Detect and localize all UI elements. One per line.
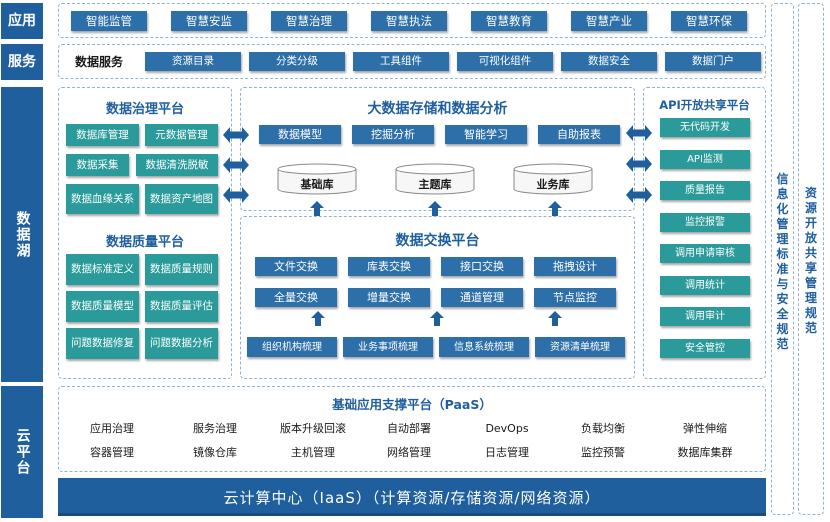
side-label-service: 服务 [1, 44, 43, 80]
api-item: 质量报告 [660, 181, 750, 200]
exchange-source-item: 信息系统梳理 [439, 337, 529, 357]
paas-item: 版本升级回滚 [280, 422, 346, 435]
exchange-item: 接口交换 [441, 257, 523, 276]
paas-item: 服务治理 [193, 422, 237, 435]
database-label: 业务库 [536, 178, 570, 191]
paas-item: 镜像仓库 [193, 446, 237, 459]
paas-item: 数据库集群 [677, 446, 733, 459]
quality-title: 数据质量平台 [105, 234, 184, 250]
service-item: 数据门户 [665, 52, 761, 71]
service-item: 数据安全 [561, 52, 657, 71]
governance-item: 元数据管理 [145, 124, 218, 146]
exchange-source-item: 组织机构梳理 [247, 337, 337, 357]
api-item: 调用统计 [660, 275, 750, 295]
governance-item: 数据血缘关系 [66, 184, 139, 214]
paas-item: DevOps [485, 421, 529, 435]
quality-item: 数据质量评估 [145, 291, 218, 322]
governance-panel [58, 87, 232, 379]
exchange-source-item: 资源清单梳理 [535, 337, 625, 357]
paas-item: 自动部署 [387, 422, 431, 435]
api-item: API监测 [660, 149, 750, 169]
api-item: 无代码开发 [660, 118, 750, 137]
database-label: 基础库 [300, 178, 334, 191]
paas-item: 容器管理 [90, 446, 134, 459]
app-item: 智慧产业 [571, 11, 647, 31]
paas-title: 基础应用支撑平台（PaaS） [332, 396, 492, 412]
api-item: 监控报警 [660, 212, 750, 232]
app-item: 智慧环保 [671, 11, 747, 31]
exchange-item: 文件交换 [255, 257, 337, 276]
api-item: 安全管控 [660, 338, 750, 358]
paas-item: 网络管理 [387, 446, 431, 459]
governance-item: 数据库管理 [66, 124, 139, 146]
app-item: 智慧执法 [371, 11, 447, 31]
service-item: 工具组件 [353, 52, 449, 71]
database-cylinder: 主题库 [395, 163, 475, 195]
service-item: 分类分级 [249, 52, 345, 71]
app-item: 智慧安监 [171, 11, 247, 31]
storage-item: 智能学习 [445, 125, 527, 144]
standards-column: 信息化管理标准与安全规范 [771, 3, 794, 515]
service-layer [58, 44, 766, 79]
paas-item: 负载均衡 [581, 422, 625, 435]
paas-item: 日志管理 [485, 446, 529, 459]
service-item: 可视化组件 [457, 52, 553, 71]
application-layer [58, 3, 766, 38]
paas-item: 弹性伸缩 [683, 422, 727, 435]
side-label-cloud: 云平台 [1, 386, 43, 518]
side-label-app: 应用 [1, 3, 43, 39]
quality-item: 数据标准定义 [66, 254, 139, 285]
database-label: 主题库 [418, 178, 452, 191]
storage-item: 数据模型 [259, 125, 341, 144]
governance-title: 数据治理平台 [105, 101, 184, 117]
iaas-bar: 云计算中心（IaaS）（计算资源/存储资源/网络资源） [58, 478, 766, 516]
paas-item: 应用治理 [90, 422, 134, 435]
storage-item: 自助报表 [538, 125, 620, 144]
quality-item: 数据质量模型 [66, 291, 139, 322]
api-title: API开放共享平台 [659, 98, 750, 112]
api-item: 调用申请审核 [660, 244, 750, 263]
service-label: 数据服务 [74, 54, 123, 69]
exchange-source-item: 业务事项梳理 [343, 337, 433, 357]
service-item: 资源目录 [145, 52, 241, 71]
governance-item: 数据资产地图 [145, 184, 218, 214]
app-item: 智能监管 [71, 11, 147, 31]
exchange-item: 拖拽设计 [534, 257, 616, 276]
app-item: 智慧治理 [271, 11, 347, 31]
exchange-item: 全量交换 [255, 288, 337, 307]
quality-item: 问题数据分析 [145, 328, 218, 359]
paas-item: 主机管理 [291, 446, 335, 459]
exchange-item: 库表交换 [348, 257, 430, 276]
database-cylinder: 业务库 [513, 163, 593, 195]
exchange-item: 通道管理 [441, 288, 523, 307]
exchange-item: 增量交换 [348, 288, 430, 307]
database-cylinder: 基础库 [277, 163, 357, 195]
exchange-item: 节点监控 [534, 288, 616, 307]
exchange-panel [240, 216, 635, 379]
exchange-title: 数据交换平台 [395, 233, 480, 249]
quality-item: 问题数据修复 [66, 328, 139, 359]
open-sharing-column: 资源开放共享管理规范 [798, 3, 824, 515]
storage-title: 大数据存储和数据分析 [367, 101, 508, 117]
quality-item: 数据质量规则 [145, 254, 218, 285]
paas-panel [58, 386, 766, 472]
standards-label: 信息化管理标准与安全规范 [776, 172, 789, 351]
app-item: 智慧教育 [471, 11, 547, 31]
side-label-data-lake: 数据湖 [1, 87, 43, 382]
storage-item: 挖掘分析 [352, 125, 434, 144]
governance-item: 数据采集 [66, 154, 129, 176]
open-sharing-label: 资源开放共享管理规范 [804, 186, 817, 335]
api-panel [643, 87, 766, 379]
api-item: 调用审计 [660, 307, 750, 326]
paas-item: 监控预警 [581, 446, 625, 459]
governance-item: 数据清洗脱敏 [136, 154, 218, 176]
